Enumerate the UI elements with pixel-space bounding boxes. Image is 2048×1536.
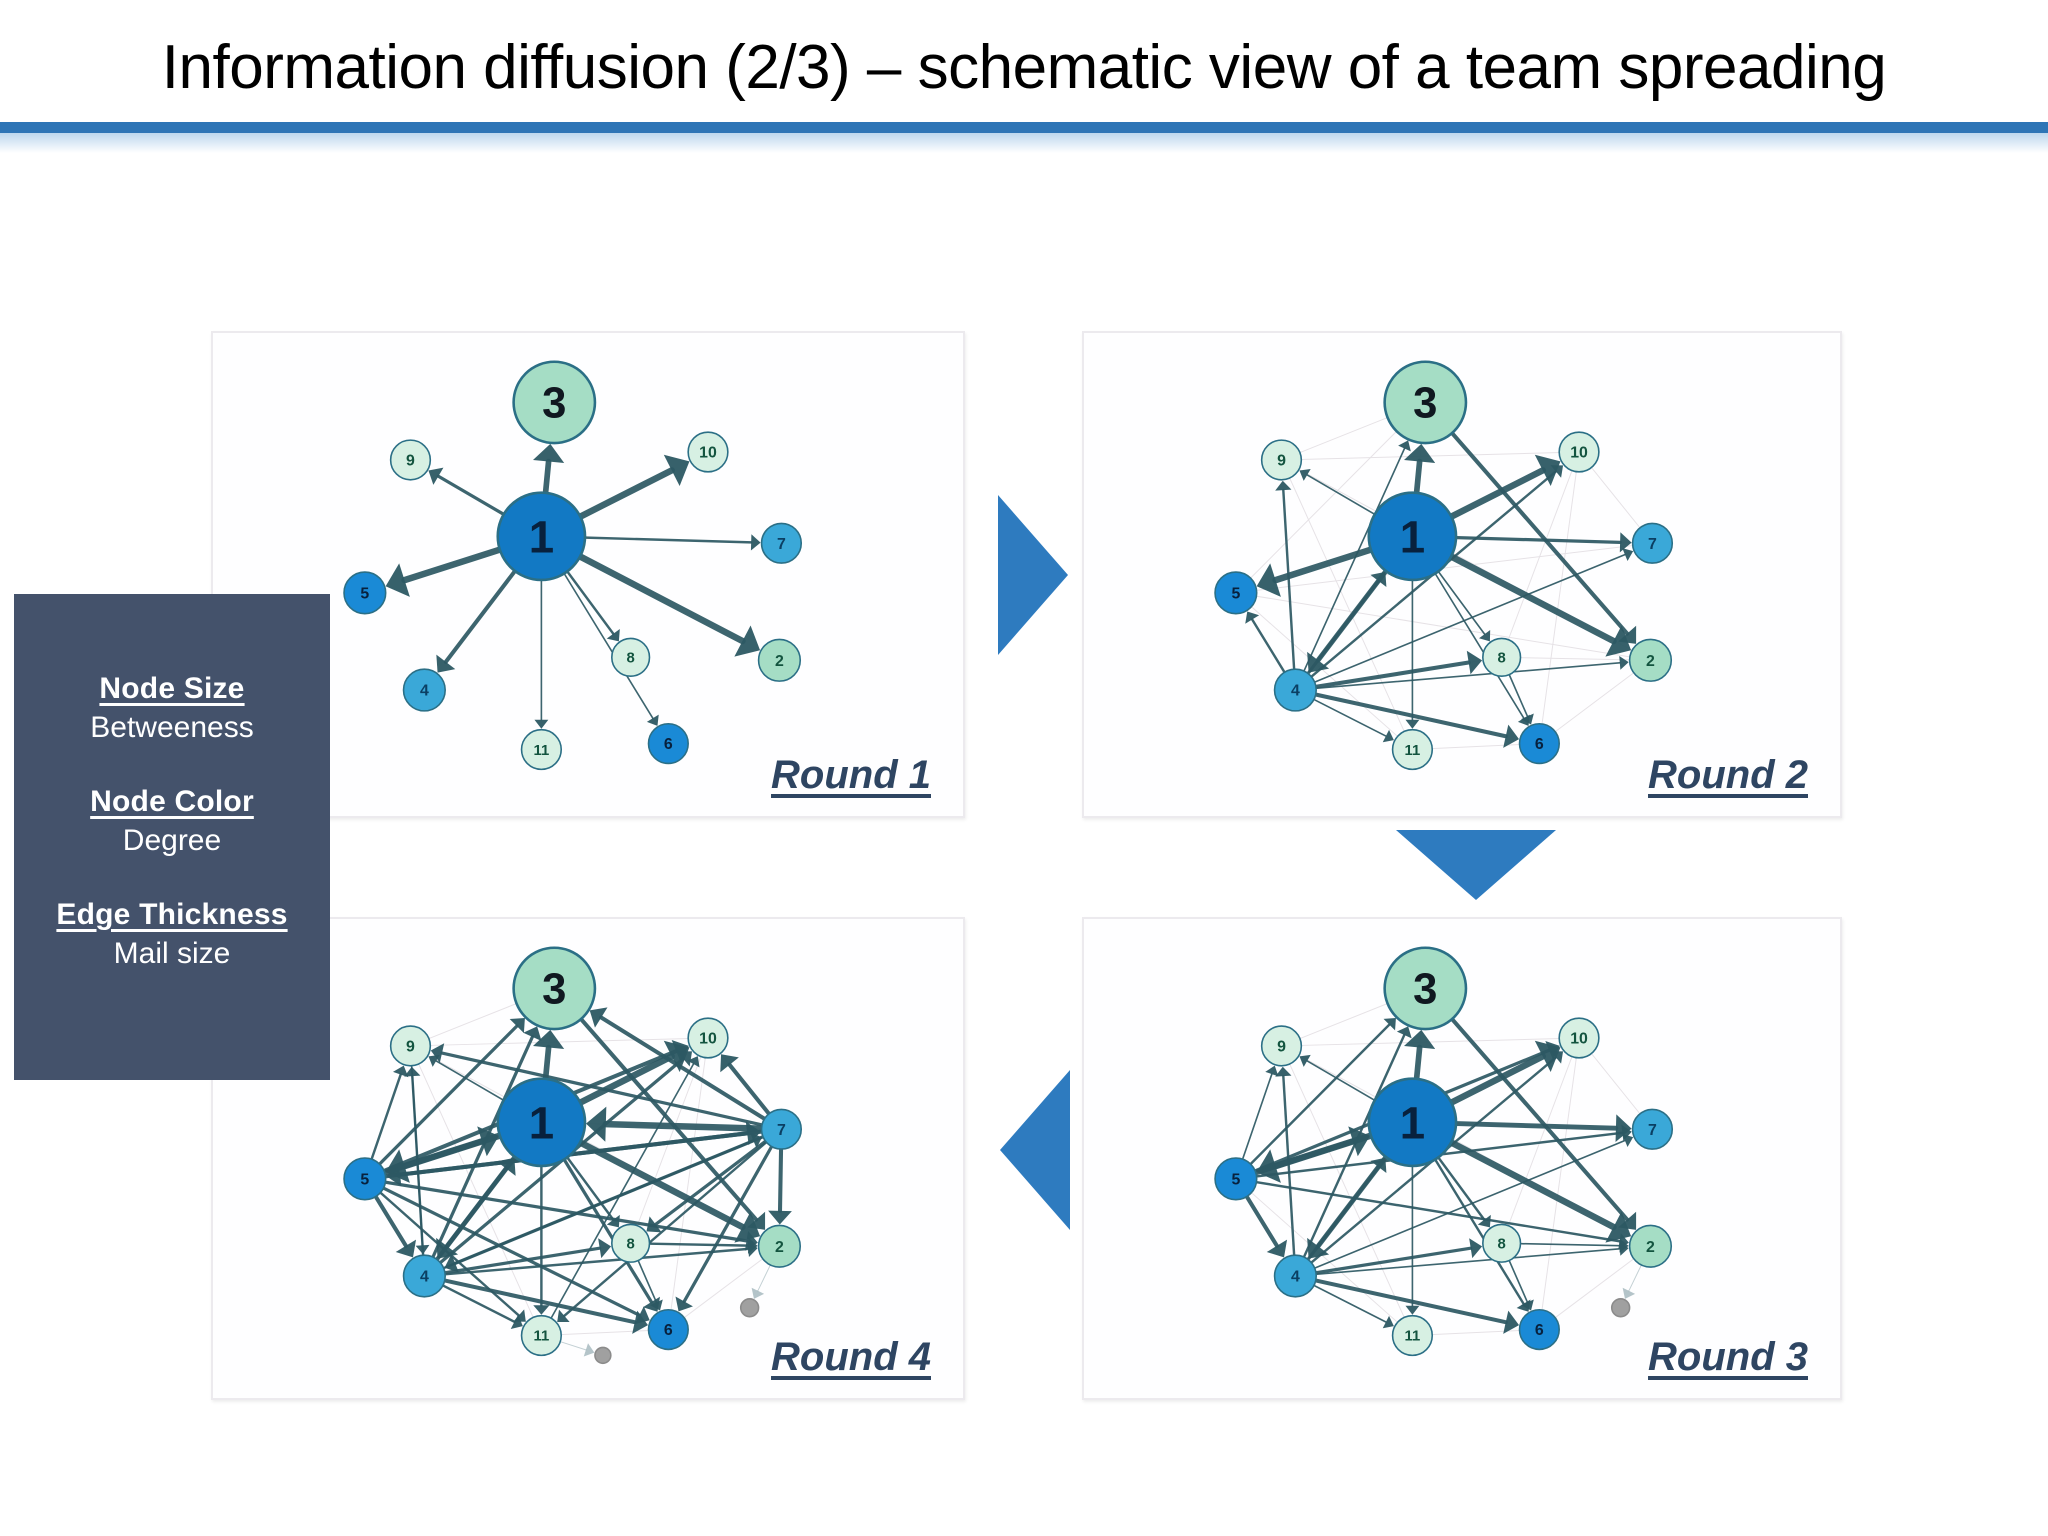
legend-panel: Node Size Betweeness Node Color Degree E…: [14, 594, 330, 1080]
round-label: Round 4: [771, 1335, 931, 1379]
svg-text:1: 1: [1400, 1097, 1425, 1148]
svg-text:8: 8: [1498, 1236, 1506, 1252]
svg-text:5: 5: [1231, 585, 1240, 602]
svg-text:11: 11: [534, 1329, 550, 1345]
round-label: Round 3: [1648, 1335, 1808, 1379]
svg-text:4: 4: [1291, 1269, 1300, 1286]
title-divider-primary: [0, 122, 2048, 133]
legend-heading: Node Size: [99, 672, 245, 705]
svg-text:7: 7: [1648, 1122, 1657, 1139]
svg-text:5: 5: [360, 585, 369, 602]
svg-text:1: 1: [529, 1097, 554, 1148]
legend-heading: Edge Thickness: [56, 898, 288, 931]
svg-text:6: 6: [664, 736, 673, 753]
svg-text:8: 8: [627, 1236, 635, 1252]
round-panel-3: 1 3 9 10 7 5 2 8 4 11 6 Round 3: [1082, 917, 1842, 1400]
svg-text:4: 4: [1291, 683, 1300, 700]
round-label: Round 1: [771, 753, 931, 797]
legend-entry-node-color: Node Color Degree: [90, 785, 254, 858]
svg-text:6: 6: [1535, 736, 1544, 753]
svg-text:3: 3: [1413, 380, 1437, 428]
network-graph-round-4: 1 3 9 10 7 5 2 8 4 11 6: [343, 946, 803, 1365]
svg-text:2: 2: [1646, 1239, 1655, 1256]
svg-text:10: 10: [1570, 1031, 1588, 1048]
svg-text:7: 7: [1648, 536, 1657, 553]
legend-value: Betweeness: [90, 711, 254, 744]
svg-text:7: 7: [777, 1122, 786, 1139]
flow-arrow-round2-to-round3: [1396, 830, 1556, 900]
svg-text:2: 2: [775, 1239, 784, 1256]
svg-text:1: 1: [529, 511, 554, 562]
legend-value: Degree: [122, 824, 222, 857]
round-panel-1: 1 3 9 10 7 5 2 8 4 11 6 Round 1: [211, 331, 965, 818]
svg-text:9: 9: [406, 1038, 415, 1055]
round-panel-4: 1 3 9 10 7 5 2 8 4 11 6 Round 4: [211, 917, 965, 1400]
svg-text:11: 11: [1405, 743, 1421, 759]
svg-text:9: 9: [1277, 1038, 1286, 1055]
svg-text:6: 6: [664, 1322, 673, 1339]
svg-text:6: 6: [1535, 1322, 1544, 1339]
svg-text:7: 7: [777, 536, 786, 553]
round-label: Round 2: [1648, 753, 1808, 797]
round-panel-2: 1 3 9 10 7 5 2 8 4 11 6 Round 2: [1082, 331, 1842, 818]
svg-text:10: 10: [699, 445, 717, 462]
svg-text:8: 8: [627, 651, 635, 667]
svg-text:5: 5: [1231, 1171, 1240, 1188]
legend-heading: Node Color: [90, 785, 254, 818]
legend-value: Mail size: [113, 937, 231, 970]
svg-text:11: 11: [1405, 1329, 1421, 1345]
svg-text:9: 9: [1277, 453, 1286, 470]
svg-text:2: 2: [775, 653, 784, 670]
page-title: Information diffusion (2/3) – schematic …: [161, 33, 1887, 102]
svg-text:3: 3: [542, 966, 566, 1014]
svg-text:1: 1: [1400, 511, 1425, 562]
svg-text:5: 5: [360, 1171, 369, 1188]
network-graph-round-2: 1 3 9 10 7 5 2 8 4 11 6: [1214, 360, 1674, 771]
flow-arrow-round1-to-round2: [998, 495, 1068, 655]
slide-header: Information diffusion (2/3) – schematic …: [0, 0, 2048, 153]
network-graph-round-3: 1 3 9 10 7 5 2 8 4 11 6: [1214, 946, 1674, 1357]
svg-text:10: 10: [1570, 445, 1588, 462]
svg-text:3: 3: [542, 380, 566, 428]
svg-text:4: 4: [420, 683, 429, 700]
legend-entry-node-size: Node Size Betweeness: [90, 672, 253, 745]
svg-text:11: 11: [534, 743, 550, 759]
svg-text:8: 8: [1498, 651, 1506, 667]
svg-text:4: 4: [420, 1269, 429, 1286]
title-divider-gradient: [0, 133, 2048, 153]
svg-text:2: 2: [1646, 653, 1655, 670]
network-graph-round-1: 1 3 9 10 7 5 2 8 4 11 6: [343, 360, 803, 771]
legend-entry-edge-thickness: Edge Thickness Mail size: [56, 898, 287, 971]
svg-text:9: 9: [406, 453, 415, 470]
flow-arrow-round3-to-round4: [1000, 1070, 1070, 1230]
svg-text:3: 3: [1413, 966, 1437, 1014]
svg-text:10: 10: [699, 1031, 717, 1048]
